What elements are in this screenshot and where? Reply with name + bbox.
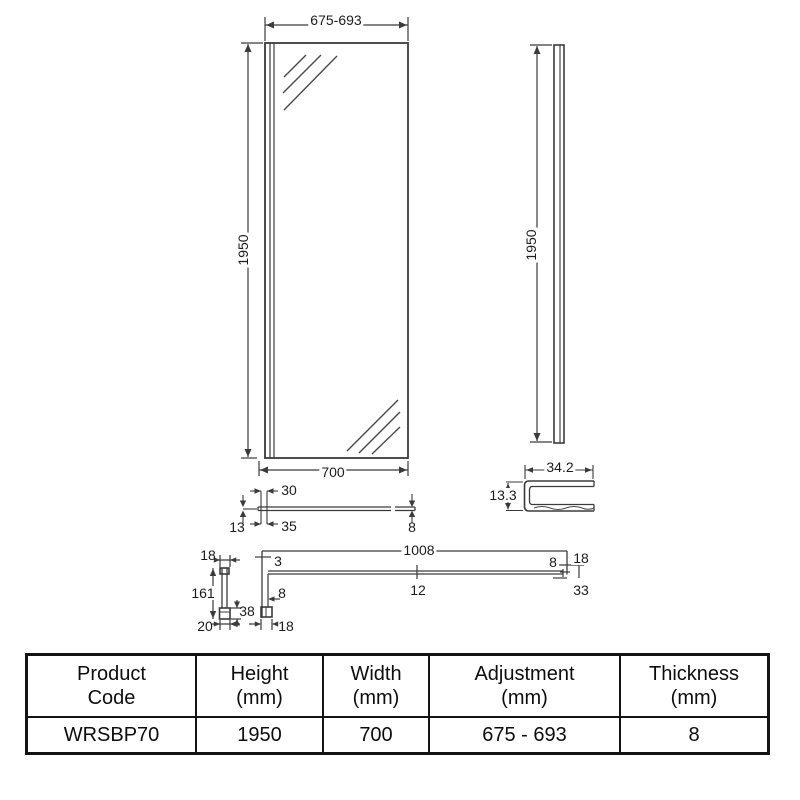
dim-bracket-base-width: 20 bbox=[197, 618, 213, 634]
dim-channel-width: 34.2 bbox=[544, 459, 576, 475]
wall-bracket-section bbox=[209, 555, 241, 630]
side-view-panel bbox=[553, 44, 565, 444]
dim-bar-length: 1008 bbox=[401, 542, 437, 558]
dim-bar-left-clamp-gap: 8 bbox=[278, 585, 286, 601]
dim-bar-right-fitting-width: 18 bbox=[571, 550, 591, 566]
spec-header-width: Width(mm) bbox=[324, 656, 430, 718]
dim-bracket-foot-height: 38 bbox=[239, 603, 255, 619]
glass-top-section bbox=[239, 488, 416, 527]
spec-value-thickness: 8 bbox=[688, 723, 700, 746]
dim-front-height: 1950 bbox=[235, 232, 251, 268]
dim-bar-left-foot-width: 18 bbox=[278, 618, 294, 634]
dim-profile-inner-width: 30 bbox=[281, 482, 297, 498]
spec-value-adjustment: 675 - 693 bbox=[430, 718, 621, 752]
dim-side-height: 1950 bbox=[523, 227, 539, 263]
spec-value-width: 700 bbox=[324, 718, 430, 752]
glass-hatch-bottom-right bbox=[346, 399, 401, 455]
spec-header-adjustment: Adjustment(mm) bbox=[430, 656, 621, 718]
dim-bar-diameter: 12 bbox=[410, 582, 426, 598]
front-view-panel bbox=[264, 42, 409, 459]
front-view-dimensions bbox=[241, 17, 409, 476]
dim-bar-right-clamp-gap: 8 bbox=[547, 554, 559, 570]
dim-profile-width: 35 bbox=[281, 518, 297, 534]
dim-profile-depth: 13 bbox=[229, 519, 245, 535]
dim-glass-thickness: 8 bbox=[408, 519, 416, 535]
dim-front-width: 700 bbox=[319, 464, 347, 480]
dim-bracket-height: 161 bbox=[189, 585, 217, 601]
dim-bar-top-thickness: 3 bbox=[274, 553, 282, 569]
spec-header-thickness: Thickness(mm) bbox=[621, 656, 767, 718]
spec-value-product-code: WRSBP70 bbox=[28, 718, 197, 752]
dim-channel-height: 13.3 bbox=[487, 487, 519, 503]
glass-hatch-top-left bbox=[282, 54, 338, 111]
dim-front-width-adjustment: 675-693 bbox=[308, 12, 364, 28]
spec-value-height: 1950 bbox=[197, 718, 324, 752]
dim-bracket-top-width: 18 bbox=[200, 547, 216, 563]
channel-profile-section bbox=[505, 465, 595, 512]
dim-bar-right-offset: 33 bbox=[573, 582, 589, 598]
spec-header-height: Height(mm) bbox=[197, 656, 324, 718]
